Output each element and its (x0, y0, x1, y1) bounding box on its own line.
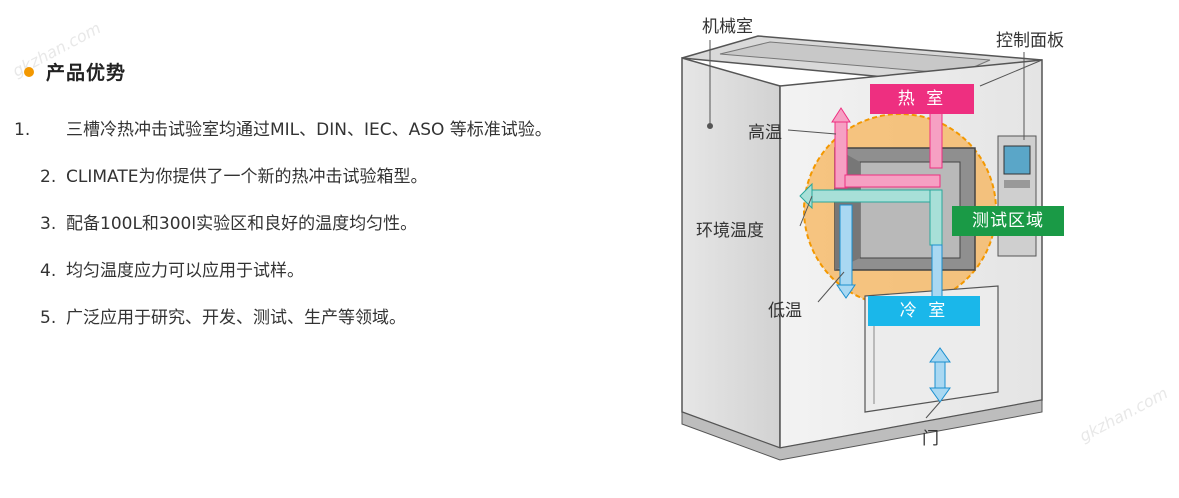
label-high-temp: 高温 (748, 123, 782, 143)
section-title-text: 产品优势 (46, 62, 127, 84)
section-title: 产品优势 (24, 58, 126, 85)
tag-cold-chamber: 冷 室 (868, 296, 980, 326)
chamber-diagram: 机械室 控制面板 高温 环境温度 低温 门 热 室 测试区域 冷 室 (660, 0, 1179, 498)
orange-bullet-icon (24, 66, 34, 77)
feature-item: 3.配备100L和300l实验区和良好的温度均匀性。 (40, 214, 418, 234)
feature-item: 4.均匀温度应力可以应用于试样。 (40, 261, 304, 281)
label-control-panel: 控制面板 (996, 31, 1064, 51)
chamber-illustration (681, 35, 1043, 461)
feature-item: 5.广泛应用于研究、开发、测试、生产等领域。 (40, 308, 406, 328)
label-door: 门 (922, 429, 939, 449)
label-low-temp: 低温 (768, 301, 802, 321)
feature-list: 1.三槽冷热冲击试验室均通过MIL、DIN、IEC、ASO 等标准试验。 2.C… (14, 118, 580, 353)
feature-item: 2.CLIMATE为你提供了一个新的热冲击试验箱型。 (40, 167, 428, 187)
tag-hot-chamber: 热 室 (870, 84, 974, 114)
label-ambient-temp: 环境温度 (696, 221, 764, 241)
feature-item: 1.三槽冷热冲击试验室均通过MIL、DIN、IEC、ASO 等标准试验。 (14, 120, 552, 140)
label-machine-room: 机械室 (702, 17, 753, 37)
tag-test-zone: 测试区域 (952, 206, 1064, 236)
